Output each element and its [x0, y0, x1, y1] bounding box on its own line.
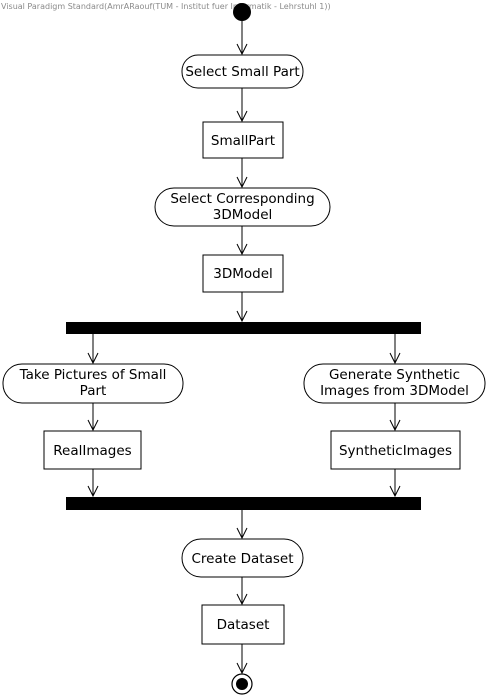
- action-label-line-2: Part: [80, 383, 107, 399]
- object-label: Dataset: [217, 617, 270, 633]
- action-label-line-1: Select Corresponding: [170, 191, 314, 207]
- object-smallpart[interactable]: SmallPart: [202, 121, 284, 159]
- object-label: SmallPart: [211, 133, 275, 149]
- object-label: SyntheticImages: [339, 443, 452, 459]
- action-select-small-part[interactable]: Select Small Part: [181, 54, 304, 89]
- object-3dmodel[interactable]: 3DModel: [202, 254, 284, 293]
- action-label-line-2: Images from 3DModel: [320, 383, 469, 399]
- action-take-pictures-of-small-part[interactable]: Take Pictures of Small Part: [2, 363, 184, 404]
- initial-node[interactable]: [233, 3, 251, 21]
- object-realimages[interactable]: RealImages: [43, 430, 142, 470]
- object-syntheticimages[interactable]: SyntheticImages: [330, 430, 461, 470]
- action-label: Select Small Part: [185, 64, 299, 80]
- action-select-corresponding-3dmodel[interactable]: Select Corresponding 3DModel: [154, 187, 331, 227]
- join-bar[interactable]: [66, 497, 421, 510]
- action-generate-synthetic-images[interactable]: Generate Synthetic Images from 3DModel: [303, 363, 486, 404]
- object-dataset[interactable]: Dataset: [201, 604, 285, 645]
- action-label: Create Dataset: [191, 551, 293, 567]
- final-node[interactable]: [231, 673, 253, 695]
- action-label-line-1: Generate Synthetic: [329, 367, 460, 383]
- control-flows: [93, 21, 395, 673]
- object-label: RealImages: [53, 443, 131, 459]
- object-label: 3DModel: [213, 266, 273, 282]
- action-label-line-1: Take Pictures of Small: [19, 367, 167, 383]
- action-label-line-2: 3DModel: [213, 207, 273, 223]
- watermark-text: Visual Paradigm Standard(AmrARaouf(TUM -…: [1, 2, 331, 11]
- fork-bar[interactable]: [66, 322, 421, 334]
- action-create-dataset[interactable]: Create Dataset: [181, 538, 304, 578]
